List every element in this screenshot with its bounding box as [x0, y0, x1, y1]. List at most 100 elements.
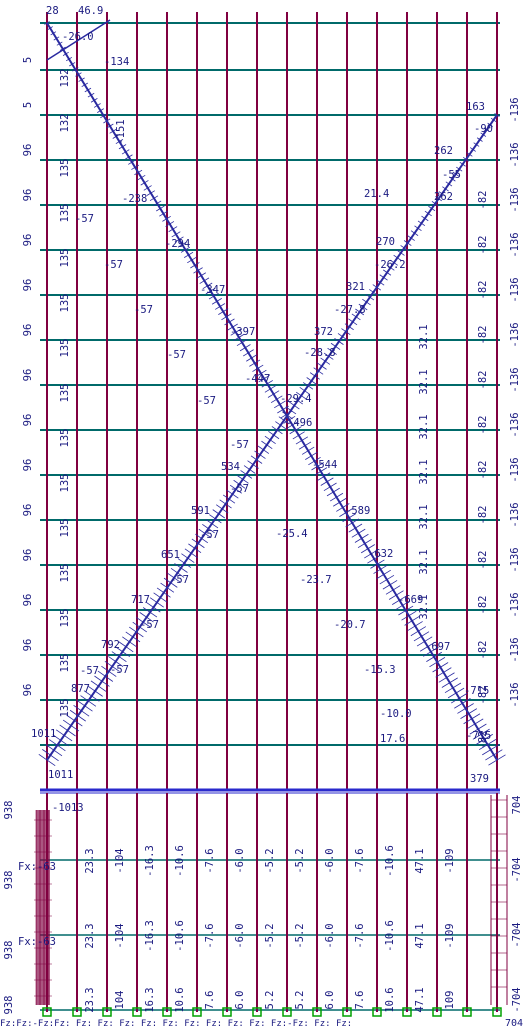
descending-diagonal-hatch — [485, 749, 503, 761]
descending-diagonal-hatch — [357, 539, 372, 549]
lower-row-value-mid: -10.6 — [384, 920, 396, 952]
descending-diagonal-hatch — [78, 77, 85, 82]
descending-diagonal-hatch — [354, 533, 369, 543]
left-column-value: 135 — [59, 429, 71, 448]
ascending-diagonal-hatch — [87, 685, 103, 697]
ascending-diagonal-hatch — [250, 455, 263, 464]
ascending-diagonal-hatch — [417, 220, 426, 227]
right-column-value: -136 — [509, 502, 521, 527]
ascending-diagonal-hatch — [369, 289, 378, 296]
ascending-diagonal-hatch — [296, 391, 307, 400]
ascending-diagonal-hatch — [341, 328, 351, 336]
left-column-value: 132 — [59, 114, 71, 133]
right-column-value: -136 — [509, 592, 521, 617]
ascending-shear-label: -55 — [442, 169, 461, 181]
descending-force-label: -26.0 — [62, 31, 94, 43]
left-edge-label: 96 — [22, 189, 34, 202]
descending-diagonal-hatch — [165, 221, 175, 227]
descending-diagonal-hatch — [457, 703, 474, 714]
fx-label: Fx:-63 — [18, 861, 56, 873]
lower-row-value-top: -109 — [444, 848, 456, 873]
ascending-diagonal-hatch — [320, 357, 331, 365]
descending-diagonal-hatch — [441, 677, 458, 688]
ascending-diagonal-hatch — [73, 705, 90, 717]
ascending-diagonal-hatch — [261, 440, 273, 449]
right-column-value: -136 — [509, 637, 521, 662]
second-right-column-value: -82 — [477, 596, 489, 615]
descending-diagonal-hatch — [342, 513, 356, 523]
ascending-diagonal-hatch — [115, 646, 131, 658]
ascending-diagonal-hatch — [101, 665, 117, 677]
descending-diagonal-hatch — [407, 621, 423, 631]
descending-diagonal-hatch — [53, 36, 60, 41]
descending-diagonal-hatch — [298, 441, 312, 450]
ascending-force-label: 534 — [221, 461, 240, 473]
ascending-diagonal-hatch — [90, 680, 107, 692]
descending-diagonal-hatch — [348, 523, 363, 533]
descending-shear-label: -57 — [230, 439, 249, 451]
left-side-label: 938 — [3, 996, 15, 1015]
ascending-diagonal-hatch — [351, 313, 361, 321]
ascending-diagonal-hatch — [407, 235, 415, 241]
ascending-diagonal-hatch — [386, 264, 395, 271]
ascending-shear-label: -29.4 — [280, 393, 312, 405]
descending-diagonal-hatch — [109, 128, 117, 134]
lower-shear-label: -23.7 — [300, 574, 332, 586]
support-node — [42, 1007, 52, 1017]
descending-diagonal-hatch — [267, 390, 280, 398]
lower-row-value-top: -6.0 — [324, 848, 336, 873]
column-small-value: -151 — [115, 119, 127, 144]
lower-row-value-bottom: 10.6 — [174, 987, 186, 1012]
ascending-force-label: 1011 — [31, 728, 56, 740]
ascending-diagonal-hatch — [264, 435, 276, 445]
descending-shear-label: -57 — [230, 483, 249, 495]
lower-row-value-bottom: 7.6 — [204, 991, 216, 1010]
descending-diagonal-hatch — [202, 282, 213, 290]
left-edge-label: 96 — [22, 639, 34, 652]
ascending-force-label: 877 — [71, 683, 90, 695]
descending-force-label: -715 — [466, 730, 491, 742]
ascending-shear-label: 21.4 — [364, 188, 389, 200]
ascending-diagonal-hatch — [118, 641, 134, 653]
descending-diagonal-hatch — [196, 272, 207, 279]
descending-diagonal-hatch — [264, 385, 277, 393]
right-column-value: -136 — [509, 412, 521, 437]
ascending-diagonal-hatch — [226, 489, 239, 499]
support-node — [252, 1007, 262, 1017]
ascending-diagonal-hatch — [414, 225, 422, 231]
ascending-diagonal-hatch — [289, 401, 300, 410]
ascending-diagonal-hatch — [362, 298, 371, 306]
ascending-diagonal-hatch — [233, 479, 246, 489]
ascending-diagonal-hatch — [306, 377, 317, 385]
second-right-column-value: -82 — [477, 731, 489, 750]
ascending-diagonal-hatch — [198, 528, 212, 539]
lower-row-value-top: -7.6 — [204, 848, 216, 873]
ascending-diagonal-hatch — [156, 587, 171, 598]
ascending-diagonal-hatch — [139, 612, 154, 623]
ascending-diagonal-hatch — [376, 279, 385, 286]
descending-diagonal-hatch — [289, 426, 302, 435]
descending-diagonal-hatch — [65, 56, 73, 62]
lower-row-value-bottom: 10.6 — [384, 987, 396, 1012]
support-node — [162, 1007, 172, 1017]
left-column-value: 135 — [59, 654, 71, 673]
descending-diagonal-hatch — [450, 692, 468, 704]
ascending-diagonal-hatch — [431, 201, 439, 207]
ascending-diagonal-hatch — [396, 249, 405, 256]
ascending-diagonal-hatch — [49, 739, 66, 752]
descending-diagonal-hatch — [413, 631, 430, 642]
ascending-diagonal-hatch — [403, 240, 412, 246]
descending-diagonal-hatch — [395, 600, 411, 611]
descending-diagonal-hatch — [239, 344, 251, 352]
ascending-diagonal-hatch — [302, 382, 314, 390]
fx-label: Fx:-63 — [18, 936, 56, 948]
descending-diagonal-hatch — [171, 231, 181, 238]
descending-diagonal-hatch — [401, 610, 417, 621]
descending-diagonal-hatch — [97, 108, 104, 113]
descending-diagonal-hatch — [190, 262, 200, 269]
support-node — [282, 1007, 292, 1017]
ascending-diagonal-hatch — [358, 303, 368, 311]
support-node — [312, 1007, 322, 1017]
lower-shear-label: -10.0 — [380, 708, 412, 720]
descending-diagonal-hatch — [444, 682, 462, 694]
